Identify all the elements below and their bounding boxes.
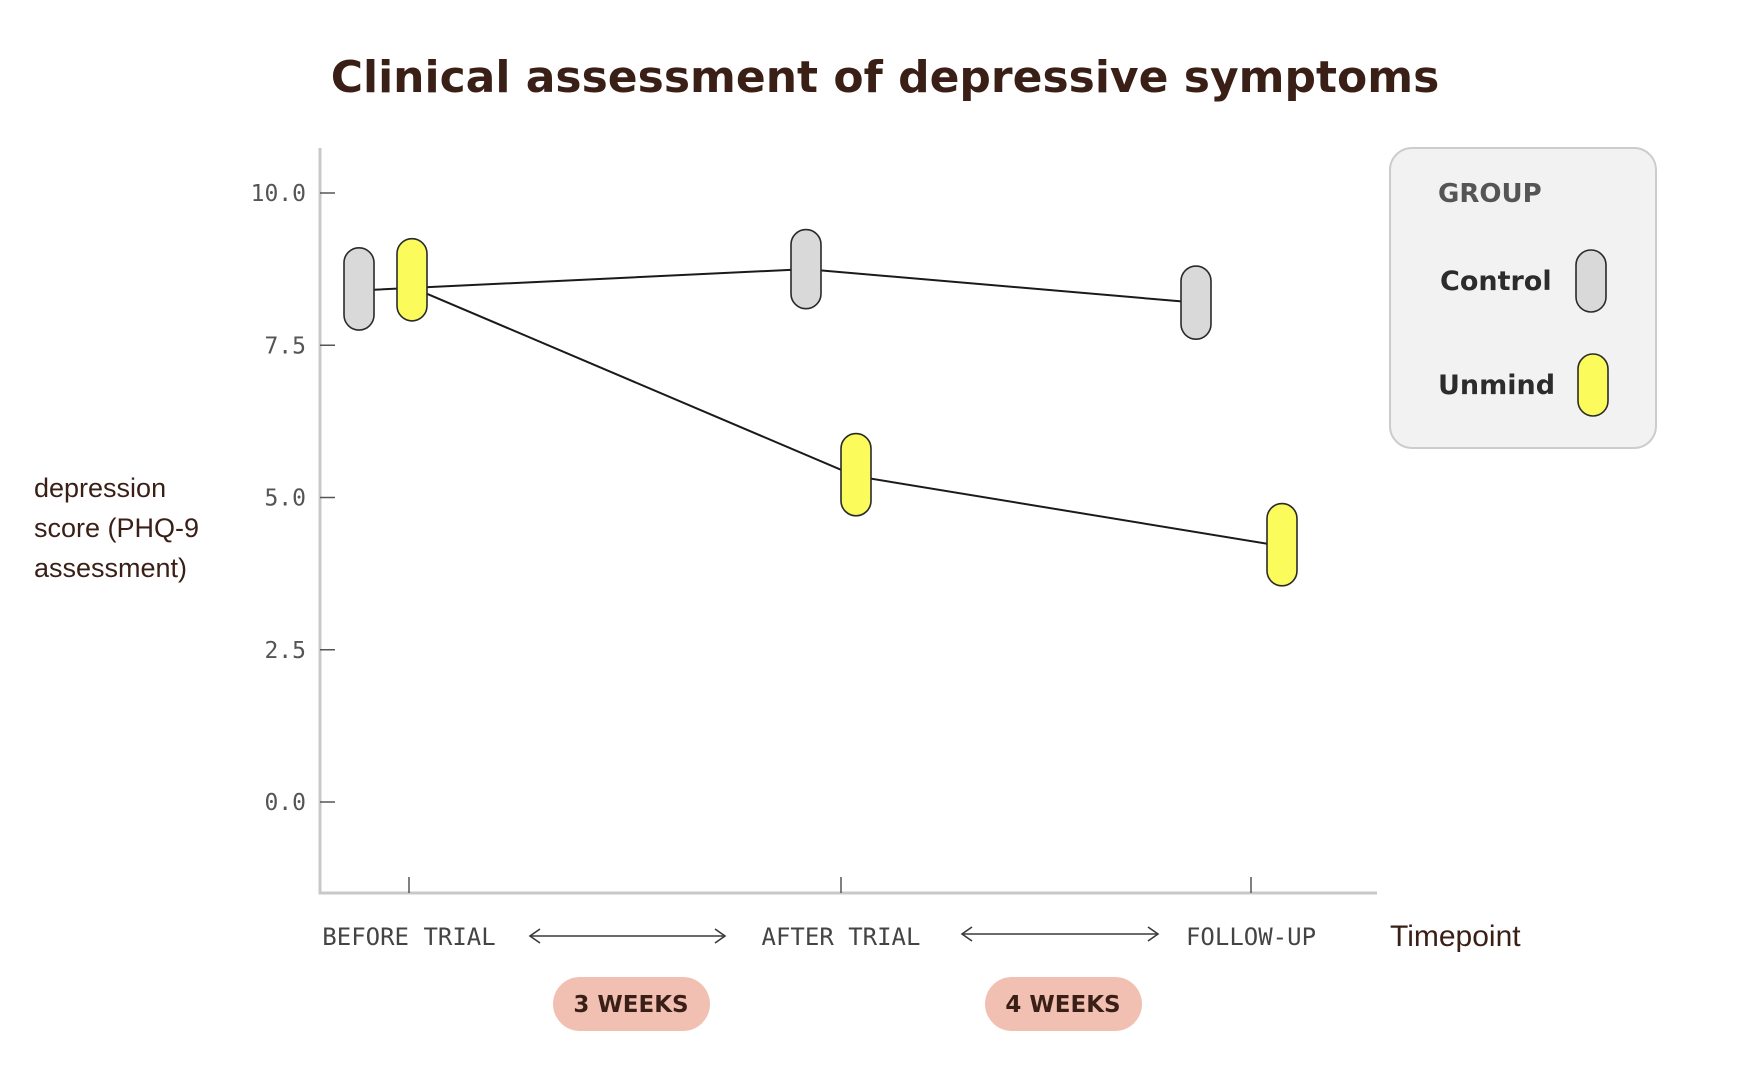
x-tick-label-after-trial: AFTER TRIAL (762, 923, 921, 951)
interval-badge-1: 3 WEEKS (553, 977, 710, 1031)
legend-label-unmind: Unmind (1438, 370, 1555, 401)
legend-label-control: Control (1440, 266, 1552, 297)
series-lines (358, 268, 1283, 548)
axes-frame (318, 148, 1377, 895)
legend: GROUP Control Unmind (1389, 147, 1657, 449)
data-point-control (1180, 265, 1212, 340)
data-point-unmind (1266, 502, 1298, 587)
x-axis-label: Timepoint (1390, 920, 1521, 953)
interval-badge-2: 4 WEEKS (985, 977, 1142, 1031)
data-point-control (790, 228, 822, 310)
interval-badge-1-label: 3 WEEKS (573, 992, 688, 1018)
interval-badge-2-label: 4 WEEKS (1005, 992, 1120, 1018)
y-tick-label: 7.5 (264, 333, 306, 359)
interval-arrow-2 (960, 926, 1160, 942)
y-tick-label: 0.0 (264, 790, 306, 816)
legend-swatch-unmind (1577, 353, 1609, 417)
y-axis-label-line-1: depression (34, 473, 166, 503)
x-tick-label-before-trial: BEFORE TRIAL (322, 923, 495, 951)
y-tick-label: 5.0 (264, 486, 306, 512)
chart-title: Clinical assessment of depressive sympto… (331, 52, 1440, 103)
data-point-control (343, 247, 375, 331)
x-ticks (408, 877, 1252, 893)
interval-arrow-1 (528, 928, 727, 944)
legend-title: GROUP (1438, 179, 1542, 209)
y-axis-label-line-3: assessment) (34, 553, 187, 583)
series-line-control (358, 268, 1197, 304)
data-point-unmind (840, 432, 872, 517)
y-tick-label: 10.0 (251, 181, 306, 207)
x-tick-label-follow-up: FOLLOW-UP (1186, 923, 1316, 951)
series-marks (343, 228, 1298, 587)
y-ticks: 0.0 2.5 5.0 7.5 10.0 (251, 181, 335, 816)
data-point-unmind (396, 237, 428, 322)
y-axis-label-line-2: score (PHQ-9 (34, 513, 199, 543)
legend-swatch-control (1575, 249, 1607, 313)
y-tick-label: 2.5 (264, 638, 306, 664)
y-axis-label: depression score (PHQ-9 assessment) (34, 473, 199, 583)
